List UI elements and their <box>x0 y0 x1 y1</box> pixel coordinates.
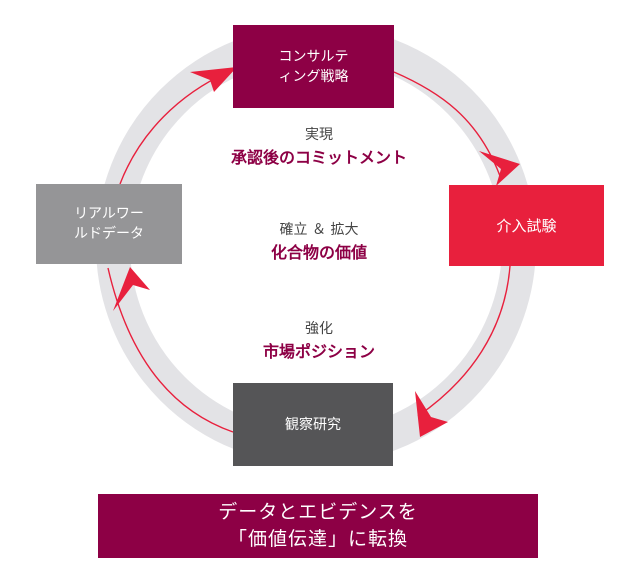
establish-subtitle: 確立 ＆ 拡大 <box>279 222 359 238</box>
arrow-observational-to-rwd-head <box>113 267 150 311</box>
arrow-observational-to-rwd-line <box>107 267 234 433</box>
establish-title: 化合物の価値 <box>270 243 367 262</box>
arrow-intervention-to-observational-head <box>415 391 448 437</box>
strengthen-subtitle: 強化 <box>305 321 333 337</box>
realization-title: 承認後のコミットメント <box>230 148 407 167</box>
realization-label: 実現 承認後のコミットメント <box>170 124 468 170</box>
arrow-consulting-to-intervention <box>393 71 520 186</box>
consulting-strategy-label-line1: コンサルテ <box>278 48 349 65</box>
observational-study-box: 観察研究 <box>233 383 393 466</box>
banner-line1: データとエビデンスを <box>218 501 418 523</box>
arrow-consulting-to-intervention-head <box>479 151 520 186</box>
arrow-intervention-to-observational-line <box>417 265 511 417</box>
establish-label: 確立 ＆ 拡大 化合物の価値 <box>170 219 468 265</box>
arrow-rwd-to-consulting-head <box>190 67 237 92</box>
arrow-rwd-to-consulting <box>119 67 237 185</box>
observational-study-label: 観察研究 <box>285 416 341 433</box>
banner-line2: 「価値伝達」に転換 <box>227 528 408 550</box>
consulting-strategy-label-line2: ィング戦略 <box>278 68 349 85</box>
intervention-trial-box: 介入試験 <box>449 185 604 266</box>
strengthen-label: 強化 市場ポジション <box>170 318 468 364</box>
consulting-strategy-box: コンサルテ ィング戦略 <box>233 25 394 108</box>
realization-subtitle: 実現 <box>305 127 333 143</box>
arrow-observational-to-rwd <box>107 267 234 433</box>
real-world-data-box: リアルワー ルドデータ <box>36 184 182 264</box>
arrow-intervention-to-observational <box>415 265 511 437</box>
real-world-data-label-line1: リアルワー <box>74 206 144 222</box>
strengthen-title: 市場ポジション <box>262 342 375 361</box>
intervention-trial-label: 介入試験 <box>496 216 557 235</box>
real-world-data-label-line2: ルドデータ <box>74 226 144 242</box>
conclusion-banner: データとエビデンスを 「価値伝達」に転換 <box>98 494 538 558</box>
